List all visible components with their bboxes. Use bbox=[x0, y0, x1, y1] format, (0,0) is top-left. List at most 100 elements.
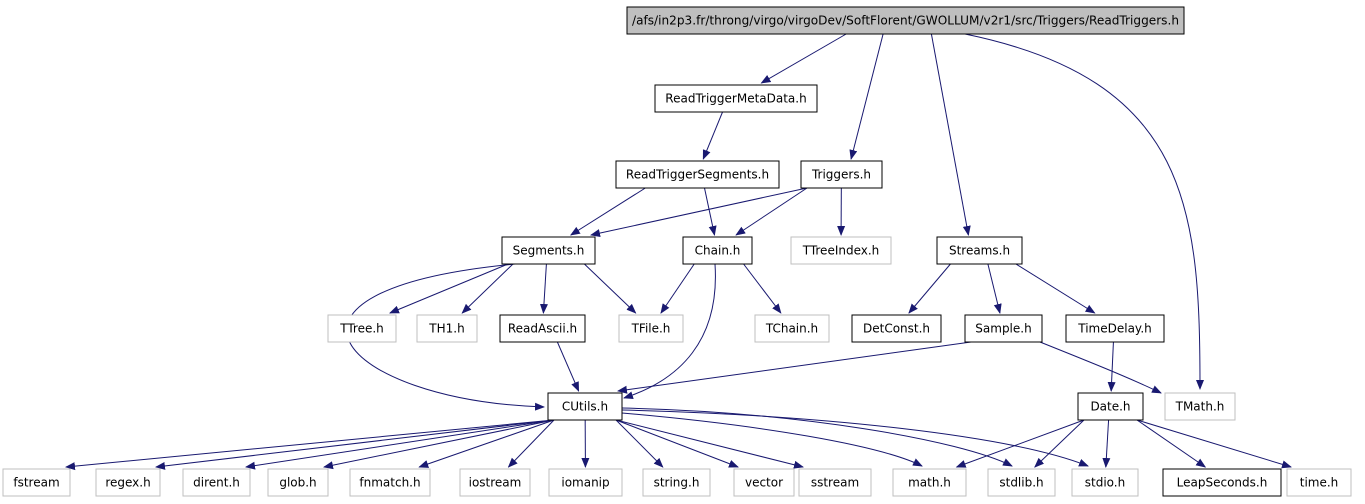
node-cutils[interactable]: CUtils.h bbox=[547, 392, 623, 421]
node-stdlib: stdlib.h bbox=[987, 468, 1056, 497]
node-ttreeindex: TTreeIndex.h bbox=[790, 236, 892, 265]
node-sample[interactable]: Sample.h bbox=[964, 314, 1043, 343]
node-label-vector: vector bbox=[745, 476, 783, 490]
node-box-detconst bbox=[851, 314, 942, 343]
node-label-cutils: CUtils.h bbox=[562, 400, 608, 414]
node-time: time.h bbox=[1286, 468, 1352, 497]
edge-streams-to-sample bbox=[987, 263, 1002, 314]
edge-chain-to-cutils bbox=[623, 263, 716, 400]
node-vector: vector bbox=[733, 468, 795, 497]
node-box-dirent bbox=[182, 468, 251, 497]
node-box-tfile bbox=[618, 314, 684, 343]
node-timedelay[interactable]: TimeDelay.h bbox=[1065, 314, 1165, 343]
edge-segments-to-readascii bbox=[539, 263, 548, 314]
node-label-time: time.h bbox=[1300, 476, 1339, 490]
node-dirent: dirent.h bbox=[182, 468, 251, 497]
node-label-segments: Segments.h bbox=[513, 244, 585, 258]
node-fstream: fstream bbox=[2, 468, 71, 497]
edge-date-to-leapseconds bbox=[1136, 419, 1207, 468]
node-label-string: string.h bbox=[654, 476, 700, 490]
node-box-fstream bbox=[2, 468, 71, 497]
node-date[interactable]: Date.h bbox=[1077, 392, 1144, 421]
edge-root-to-readtriggermetadata bbox=[760, 33, 847, 84]
node-box-date bbox=[1077, 392, 1144, 421]
node-label-ttree: TTree.h bbox=[339, 322, 384, 336]
node-label-iomanip: iomanip bbox=[561, 476, 609, 490]
nodes-layer: /afs/in2p3.fr/throng/virgo/virgoDev/Soft… bbox=[2, 6, 1352, 497]
edges-layer bbox=[65, 33, 1292, 471]
edge-segments-to-cutils bbox=[346, 263, 545, 411]
node-box-stdio bbox=[1071, 468, 1139, 497]
edge-cutils-to-fnmatch bbox=[418, 419, 555, 468]
node-box-th1 bbox=[416, 314, 478, 343]
node-label-math: math.h bbox=[908, 476, 951, 490]
node-box-segments bbox=[501, 236, 596, 265]
node-ttree: TTree.h bbox=[327, 314, 397, 343]
node-box-sstream bbox=[798, 468, 872, 497]
node-label-dirent: dirent.h bbox=[193, 476, 240, 490]
node-readascii[interactable]: ReadAscii.h bbox=[499, 314, 586, 343]
node-label-tchain: TChain.h bbox=[765, 322, 818, 336]
node-label-leapseconds: LeapSeconds.h bbox=[1177, 476, 1268, 490]
edge-timedelay-to-date bbox=[1107, 341, 1116, 392]
node-glob: glob.h bbox=[267, 468, 329, 497]
node-readtriggersegments[interactable]: ReadTriggerSegments.h bbox=[615, 160, 780, 189]
edge-cutils-to-dirent bbox=[245, 419, 555, 470]
node-box-regex bbox=[95, 468, 161, 497]
edge-date-to-stdlib bbox=[1034, 419, 1085, 468]
edge-cutils-to-iostream bbox=[507, 419, 555, 468]
edge-sample-to-tmath bbox=[1039, 341, 1162, 394]
node-label-fnmatch: fnmatch.h bbox=[359, 476, 420, 490]
node-label-root: /afs/in2p3.fr/throng/virgo/virgoDev/Soft… bbox=[632, 14, 1179, 28]
node-box-tmath bbox=[1164, 392, 1236, 421]
node-readtriggermetadata[interactable]: ReadTriggerMetaData.h bbox=[654, 84, 818, 113]
edge-cutils-to-sstream bbox=[615, 419, 804, 469]
node-label-iostream: iostream bbox=[469, 476, 522, 490]
node-tfile: TFile.h bbox=[618, 314, 684, 343]
node-box-cutils bbox=[547, 392, 623, 421]
edge-readtriggersegments-to-segments bbox=[570, 187, 646, 236]
node-leapseconds[interactable]: LeapSeconds.h bbox=[1162, 468, 1282, 497]
node-label-readtriggersegments: ReadTriggerSegments.h bbox=[626, 168, 769, 182]
node-box-iostream bbox=[459, 468, 531, 497]
edge-chain-to-tfile bbox=[660, 263, 695, 314]
node-box-time bbox=[1286, 468, 1352, 497]
node-iostream: iostream bbox=[459, 468, 531, 497]
node-label-timedelay: TimeDelay.h bbox=[1077, 322, 1152, 336]
edge-date-to-time bbox=[1136, 419, 1292, 469]
node-label-detconst: DetConst.h bbox=[863, 322, 930, 336]
node-box-streams bbox=[936, 236, 1023, 265]
node-root[interactable]: /afs/in2p3.fr/throng/virgo/virgoDev/Soft… bbox=[626, 6, 1185, 35]
edge-cutils-to-stdlib bbox=[621, 407, 1013, 467]
node-box-math bbox=[892, 468, 967, 497]
node-box-timedelay bbox=[1065, 314, 1165, 343]
node-label-th1: TH1.h bbox=[428, 322, 464, 336]
node-detconst[interactable]: DetConst.h bbox=[851, 314, 942, 343]
node-label-ttreeindex: TTreeIndex.h bbox=[802, 244, 880, 258]
node-segments[interactable]: Segments.h bbox=[501, 236, 596, 265]
node-triggers[interactable]: Triggers.h bbox=[800, 160, 883, 189]
node-th1: TH1.h bbox=[416, 314, 478, 343]
node-sstream: sstream bbox=[798, 468, 872, 497]
node-string: string.h bbox=[642, 468, 711, 497]
node-regex: regex.h bbox=[95, 468, 161, 497]
node-streams[interactable]: Streams.h bbox=[936, 236, 1023, 265]
node-box-fnmatch bbox=[349, 468, 431, 497]
edge-cutils-to-regex bbox=[155, 419, 555, 470]
node-box-chain bbox=[682, 236, 753, 265]
node-box-readtriggersegments bbox=[615, 160, 780, 189]
edge-cutils-to-stdio bbox=[621, 409, 1089, 467]
node-label-stdlib: stdlib.h bbox=[999, 476, 1043, 490]
edge-readascii-to-cutils bbox=[556, 341, 580, 392]
node-box-readascii bbox=[499, 314, 586, 343]
edge-chain-to-tchain bbox=[743, 263, 782, 314]
edge-triggers-to-segments bbox=[590, 187, 808, 237]
node-box-string bbox=[642, 468, 711, 497]
node-stdio: stdio.h bbox=[1071, 468, 1139, 497]
node-label-regex: regex.h bbox=[105, 476, 150, 490]
edge-cutils-to-vector bbox=[615, 419, 739, 468]
node-label-date: Date.h bbox=[1090, 400, 1130, 414]
node-chain[interactable]: Chain.h bbox=[682, 236, 753, 265]
node-label-triggers: Triggers.h bbox=[811, 168, 871, 182]
